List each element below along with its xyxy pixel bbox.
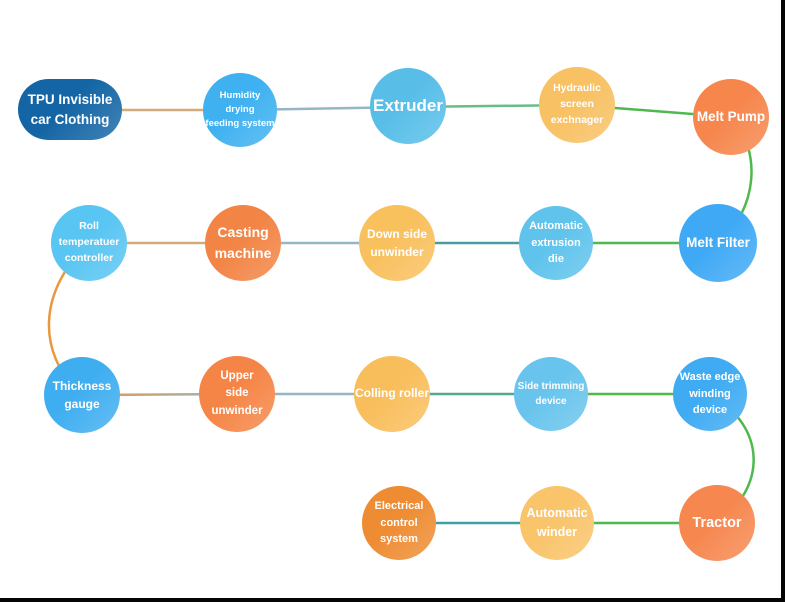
node-waste-edge-winding-device: Waste edge winding device [673,357,747,431]
node-roll-temperatuer-controller: Roll temperatuer controller [51,205,127,281]
node-down-side-unwinder: Down side unwinder [359,205,435,281]
node-side-trimming-device: Side trimming device [514,357,588,431]
node-electrical-control-system: Electrical control system [362,486,436,560]
node-casting-machine: Casting machine [205,205,281,281]
node-melt-filter: Melt Filter [679,204,757,282]
node-extruder: Extruder [370,68,446,144]
node-automatic-winder: Automatic winder [520,486,594,560]
node-hydraulic-screen-exchnager: Hydraulic screen exchnager [539,67,615,143]
node-colling-roller: Colling roller [354,356,430,432]
node-tpu-invisible-car-clothing: TPU Invisible car Clothing [18,79,122,140]
node-upper-side-unwinder: Upper side unwinder [199,356,275,432]
node-automatic-extrusion-die: Automatic extrusion die [519,206,593,280]
node-tractor: Tractor [679,485,755,561]
node-melt-pump: Melt Pump [693,79,769,155]
node-thickness-gauge: Thickness gauge [44,357,120,433]
node-humidity-drying-feeding-system: Humidity drying feeding system [203,73,277,147]
